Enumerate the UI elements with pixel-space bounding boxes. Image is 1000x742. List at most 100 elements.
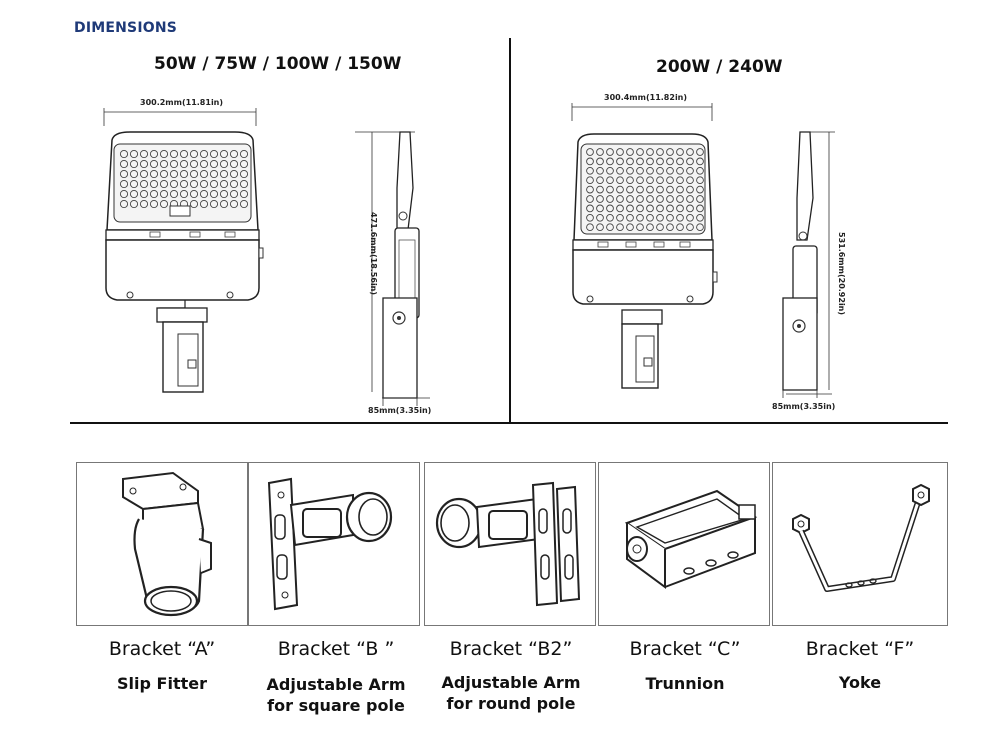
led-dot bbox=[696, 148, 704, 156]
led-dot bbox=[229, 189, 239, 199]
led-dot bbox=[229, 149, 239, 159]
led-dot bbox=[129, 199, 139, 209]
led-dot bbox=[129, 189, 139, 199]
led-dot bbox=[586, 176, 594, 185]
led-dot bbox=[189, 149, 199, 159]
bracket-a-label: Bracket “A” bbox=[108, 638, 216, 660]
led-dot bbox=[189, 159, 199, 169]
bracket-a-cell bbox=[76, 462, 248, 626]
led-dot bbox=[199, 159, 209, 169]
led-dot bbox=[199, 179, 209, 189]
bracket-f-label: Bracket “F” bbox=[805, 638, 915, 660]
led-dot bbox=[666, 195, 674, 203]
led-dot bbox=[229, 179, 239, 189]
led-dot bbox=[646, 204, 654, 213]
bracket-c-icon bbox=[624, 489, 758, 589]
led-dot bbox=[596, 157, 604, 166]
led-dot bbox=[636, 166, 644, 175]
led-dot bbox=[606, 157, 614, 166]
led-dot bbox=[616, 204, 624, 213]
led-dot bbox=[676, 157, 684, 166]
led-dot bbox=[646, 157, 654, 166]
led-dot bbox=[666, 204, 674, 213]
led-dot bbox=[596, 195, 604, 203]
led-dot bbox=[169, 179, 179, 189]
led-dot bbox=[646, 166, 654, 175]
led-dot bbox=[199, 169, 209, 179]
led-dot bbox=[616, 176, 624, 185]
led-dot bbox=[646, 213, 654, 222]
led-dot bbox=[219, 179, 229, 189]
led-dot bbox=[149, 169, 159, 179]
led-dot bbox=[149, 189, 159, 199]
led-dot bbox=[676, 223, 684, 232]
led-dot bbox=[676, 204, 684, 213]
led-dot bbox=[626, 166, 634, 175]
led-dot bbox=[229, 199, 239, 209]
bracket-b-desc-line2: for square pole bbox=[267, 696, 405, 715]
led-dot bbox=[666, 213, 674, 222]
led-dot bbox=[636, 176, 644, 185]
bracket-f-cell bbox=[772, 462, 948, 626]
led-dot bbox=[616, 166, 624, 175]
led-dot bbox=[646, 176, 654, 185]
depth-dimension-label-large: 85mm(3.35in) bbox=[772, 402, 836, 411]
led-dot bbox=[119, 189, 129, 199]
width-dimension-line bbox=[103, 108, 257, 126]
led-dot bbox=[666, 223, 674, 232]
led-dot bbox=[189, 189, 199, 199]
led-dot bbox=[219, 149, 229, 159]
group-title-small: 50W / 75W / 100W / 150W bbox=[154, 54, 402, 74]
front-view-fixture-small bbox=[105, 131, 264, 393]
led-dot bbox=[239, 159, 249, 169]
led-dot bbox=[616, 185, 624, 194]
led-dot bbox=[179, 179, 189, 189]
led-dot bbox=[646, 185, 654, 194]
led-dot bbox=[626, 176, 634, 185]
led-dot bbox=[626, 204, 634, 213]
led-dot bbox=[696, 204, 704, 213]
width-dimension-label: 300.2mm(11.81in) bbox=[140, 98, 224, 107]
led-dot bbox=[656, 185, 664, 194]
led-dot bbox=[239, 199, 249, 209]
led-dot bbox=[586, 223, 594, 232]
height-dimension-label-small: 471.6mm(18.56in) bbox=[369, 212, 378, 296]
led-dot bbox=[586, 148, 594, 156]
led-dot bbox=[616, 148, 624, 156]
led-dot bbox=[129, 169, 139, 179]
bracket-b-icon bbox=[267, 477, 393, 611]
led-dot bbox=[656, 195, 664, 203]
led-dot bbox=[159, 169, 169, 179]
led-dot bbox=[239, 169, 249, 179]
led-dot bbox=[666, 185, 674, 194]
led-dot bbox=[686, 213, 694, 222]
width-dimension-label-large: 300.4mm(11.82in) bbox=[604, 93, 688, 102]
led-dot bbox=[586, 204, 594, 213]
led-dot bbox=[229, 159, 239, 169]
led-dot bbox=[686, 176, 694, 185]
led-dot bbox=[199, 189, 209, 199]
led-dot bbox=[626, 213, 634, 222]
group-title-large: 200W / 240W bbox=[656, 57, 783, 77]
led-dot bbox=[596, 213, 604, 222]
led-dot bbox=[686, 204, 694, 213]
led-dot bbox=[606, 185, 614, 194]
led-dot bbox=[149, 179, 159, 189]
led-dot bbox=[666, 166, 674, 175]
led-dot bbox=[636, 204, 644, 213]
led-dot bbox=[586, 185, 594, 194]
led-dot bbox=[686, 185, 694, 194]
led-dot bbox=[179, 169, 189, 179]
bracket-a-desc: Slip Fitter bbox=[117, 674, 207, 693]
depth-dimension-line-large bbox=[786, 393, 832, 395]
led-dot bbox=[219, 159, 229, 169]
height-dimension-label-large: 531.6mm(20.92in) bbox=[837, 232, 846, 316]
height-dimension-line-small bbox=[371, 132, 373, 392]
led-dot bbox=[606, 223, 614, 232]
led-dot bbox=[606, 176, 614, 185]
page-title: DIMENSIONS bbox=[74, 20, 178, 36]
led-dot bbox=[586, 213, 594, 222]
bracket-b2-desc-line2: for round pole bbox=[446, 694, 576, 713]
led-dot bbox=[596, 148, 604, 156]
led-dot bbox=[159, 199, 169, 209]
